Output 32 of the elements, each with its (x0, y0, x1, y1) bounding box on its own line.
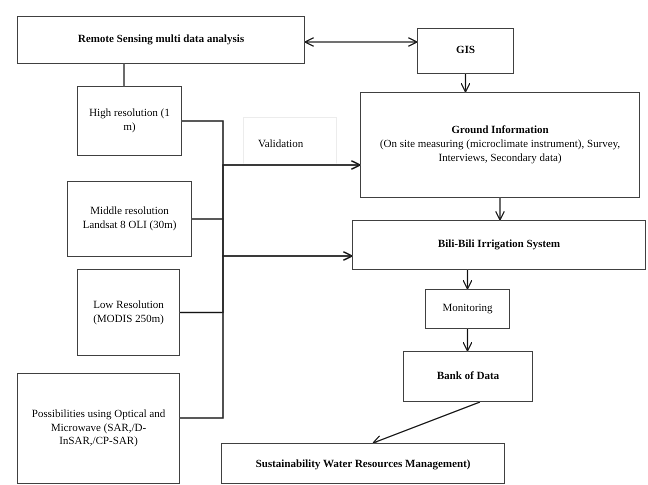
box-text: Monitoring (442, 302, 493, 316)
box-heading: Ground Information (451, 124, 549, 138)
box-heading: Sustainability Water Resources Management) (256, 458, 470, 472)
box-text: High resolution (1 m) (88, 107, 171, 135)
arrow (462, 270, 473, 290)
connector-line (123, 64, 125, 86)
process-box (77, 86, 182, 156)
arrow (304, 36, 418, 48)
process-box (17, 16, 305, 64)
arrow (462, 329, 473, 352)
process-box (77, 269, 180, 356)
box-text: (On site measuring (microclimate instrument), Survey, Interviews, Secondary data) (378, 138, 622, 166)
box-heading: Remote Sensing multi data analysis (78, 33, 244, 47)
process-box (403, 351, 533, 402)
process-box (221, 443, 505, 484)
edge-label: Validation (243, 117, 337, 164)
box-text: Middle resolution Landsat 8 OLI (30m) (82, 205, 178, 233)
arrow (460, 74, 471, 93)
box-heading: GIS (456, 44, 475, 58)
process-box (17, 373, 180, 484)
arrow (180, 250, 353, 419)
arrow (494, 198, 506, 221)
box-text: Low Resolution (MODIS 250m) (92, 298, 165, 326)
box-heading: Bili-Bili Irrigation System (438, 238, 560, 252)
process-box (417, 28, 514, 74)
process-box (360, 92, 640, 198)
arrow (372, 401, 480, 445)
box-text: Possibilities using Optical and Microwave (SAR,/D-InSAR,/CP-SAR) (30, 408, 166, 450)
process-box (425, 289, 510, 329)
process-box (352, 220, 646, 270)
box-heading: Bank of Data (436, 370, 500, 384)
process-box (67, 181, 192, 257)
